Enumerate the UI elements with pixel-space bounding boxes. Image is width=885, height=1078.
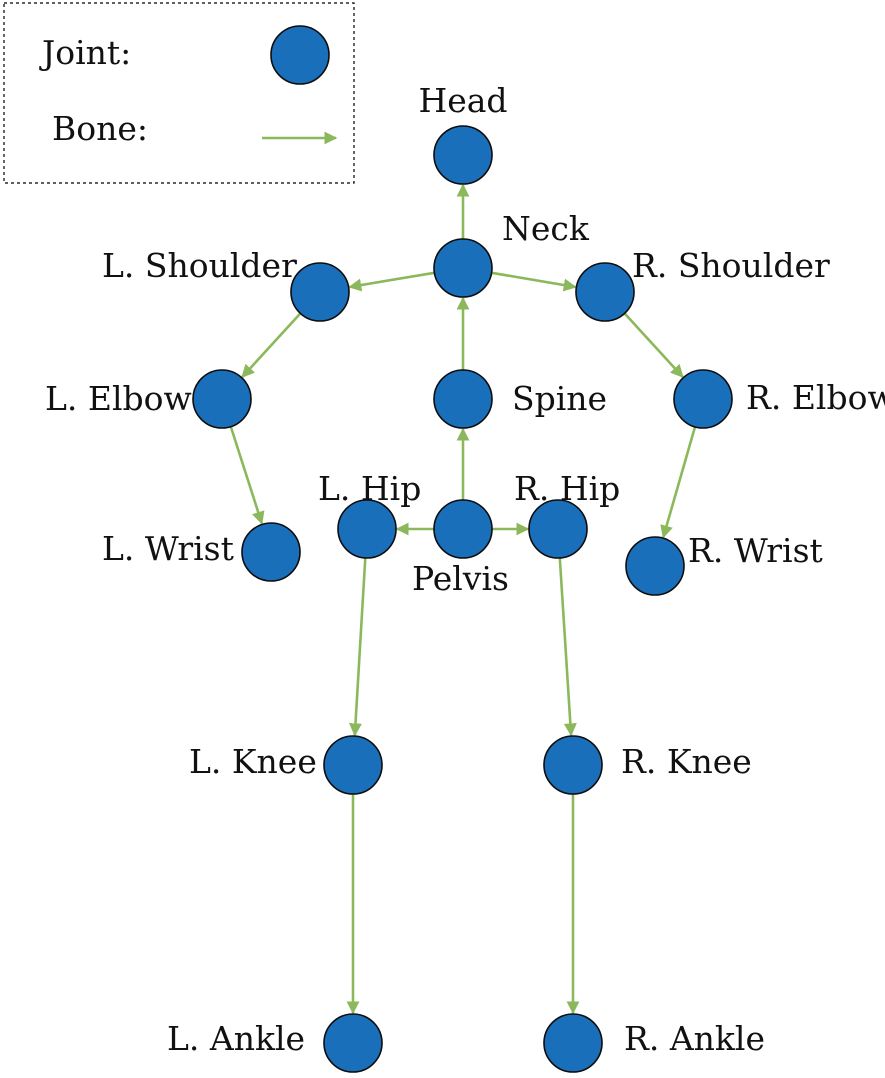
bone-rhip-to-rknee [558, 557, 577, 737]
label-lankle: L. Ankle [167, 1019, 305, 1058]
joint-rwrist [625, 536, 685, 596]
label-lwrist: L. Wrist [102, 529, 234, 568]
joint-pelvis [433, 499, 493, 559]
bone-lhip-to-lknee [349, 557, 367, 737]
legend-bone-label: Bone: [52, 109, 148, 148]
label-lelbow: L. Elbow [45, 379, 192, 418]
bone-relbow-to-rwrist [660, 426, 697, 539]
legend-joint-symbol [270, 25, 330, 85]
bone-neck-to-lshoulder [348, 271, 435, 292]
joint-lwrist [241, 522, 301, 582]
label-neck: Neck [502, 209, 590, 248]
label-rshoulder: R. Shoulder [632, 246, 830, 285]
label-rankle: R. Ankle [624, 1019, 765, 1058]
label-rhip: R. Hip [514, 469, 620, 508]
joint-lknee [323, 735, 383, 795]
legend-border [3, 2, 355, 184]
legend-joint-label: Joint: [39, 33, 131, 72]
joint-spine [433, 369, 493, 429]
label-rknee: R. Knee [621, 742, 752, 781]
label-lhip: L. Hip [318, 469, 421, 508]
joint-lelbow [192, 369, 252, 429]
bone-neck-to-rshoulder [491, 271, 577, 292]
bones-layer [229, 183, 697, 1015]
label-relbow: R. Elbow [746, 378, 885, 417]
joint-head [433, 125, 493, 185]
joint-rknee [543, 735, 603, 795]
legend: Joint: Bone: [3, 2, 355, 184]
label-lshoulder: L. Shoulder [102, 246, 297, 285]
joint-lhip [337, 499, 397, 559]
joint-rhip [528, 499, 588, 559]
joint-lshoulder [290, 262, 350, 322]
label-rwrist: R. Wrist [688, 531, 823, 570]
joint-relbow [673, 369, 733, 429]
joint-rankle [543, 1013, 603, 1073]
bone-lelbow-to-lwrist [229, 426, 265, 525]
bone-rshoulder-to-relbow [623, 312, 684, 378]
label-spine: Spine [512, 379, 607, 418]
joint-neck [433, 238, 493, 298]
bone-lshoulder-to-lelbow [241, 312, 302, 378]
joint-lankle [323, 1013, 383, 1073]
joints-layer [192, 125, 733, 1073]
label-lknee: L. Knee [189, 742, 317, 781]
label-pelvis: Pelvis [412, 559, 509, 598]
label-head: Head [418, 81, 507, 120]
joint-rshoulder [575, 262, 635, 322]
